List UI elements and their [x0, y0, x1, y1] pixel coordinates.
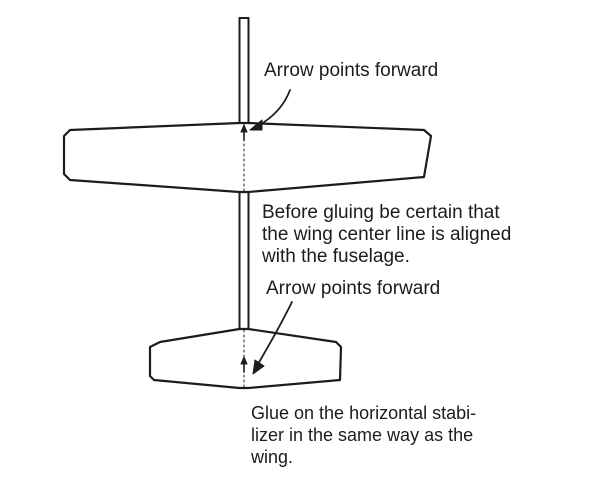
horizontal-stabilizer: [148, 327, 343, 390]
arrowhead-icon: [252, 359, 265, 375]
wing-arrow-label: Arrow points forward: [264, 60, 439, 81]
stabilizer-forward-arrow: [240, 356, 248, 373]
arrowhead-icon: [240, 124, 248, 133]
wing-forward-arrow: [240, 124, 248, 141]
wing-leader-arrow: [249, 89, 291, 131]
stabilizer-leader-arrow: [252, 301, 293, 375]
wing-instruction-text: Before gluing be certain that the wing c…: [262, 202, 512, 267]
stabilizer-instruction-text: Glue on the horizontal stabi- lizer in t…: [251, 403, 477, 467]
main-wing: [62, 121, 433, 194]
arrowhead-icon: [240, 356, 248, 365]
stabilizer-arrow-label: Arrow points forward: [266, 278, 441, 299]
fuselage: [238, 17, 250, 381]
arrowhead-icon: [249, 119, 263, 131]
